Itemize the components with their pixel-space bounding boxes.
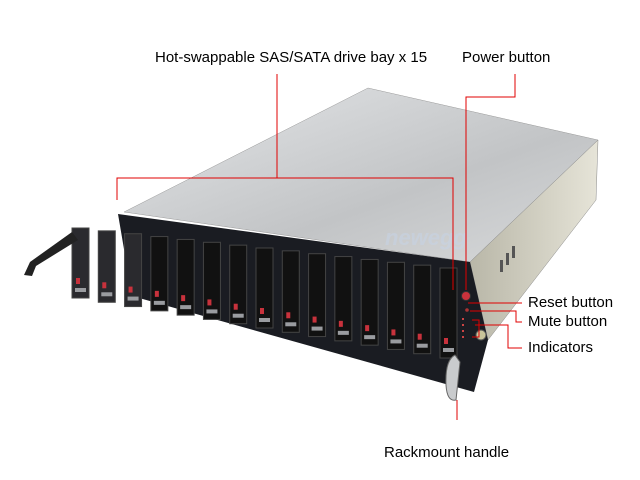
key-lock	[475, 329, 487, 341]
drive-bay[interactable]	[308, 253, 327, 338]
rackmount-handle-graphic	[445, 354, 461, 401]
drive-bays	[71, 227, 458, 359]
drive-bay[interactable]	[255, 247, 274, 329]
drive-release-latch	[102, 282, 107, 289]
drive-bay-leader	[116, 177, 454, 290]
leader-lines	[116, 74, 522, 420]
drive-label-plate	[390, 339, 402, 344]
drive-tray	[176, 238, 195, 316]
drive-release-latch	[233, 303, 238, 310]
power-leader	[465, 74, 516, 290]
drive-label-plate	[75, 288, 86, 292]
drive-tray	[124, 233, 143, 308]
drive-tray	[229, 244, 248, 325]
drive-bay[interactable]	[229, 244, 248, 325]
power-button	[461, 291, 471, 301]
drive-tray	[360, 258, 379, 346]
drive-tray	[150, 236, 169, 312]
drive-release-latch	[391, 329, 396, 336]
drive-bay[interactable]	[124, 233, 143, 308]
drive-bay[interactable]	[386, 261, 405, 350]
drive-bay[interactable]	[360, 258, 379, 346]
drive-tray	[202, 241, 221, 320]
drive-release-latch	[207, 299, 212, 306]
indicators-leader-2	[472, 319, 480, 338]
drive-label-plate	[101, 292, 113, 297]
drive-label-plate	[259, 318, 270, 322]
drive-tray	[439, 267, 458, 359]
drive-label-plate	[337, 330, 349, 335]
drive-release-latch	[181, 295, 186, 302]
reset-button-label: Reset button	[528, 294, 614, 311]
drive-label-plate	[180, 305, 192, 310]
drive-label-plate	[364, 335, 376, 340]
drive-release-latch	[76, 278, 80, 284]
drive-release-latch	[260, 308, 264, 314]
drive-bay[interactable]	[176, 238, 195, 316]
drive-release-latch	[444, 338, 448, 344]
drive-release-latch	[154, 290, 159, 297]
drive-label-plate	[206, 309, 218, 314]
drive-label-plate	[443, 348, 454, 352]
drive-tray	[308, 253, 327, 338]
drive-release-latch	[312, 316, 317, 323]
drive-release-latch	[417, 333, 422, 340]
drive-release-latch	[365, 325, 370, 332]
rackmount-handle-label: Rackmount handle	[384, 444, 510, 461]
drive-release-latch	[338, 320, 343, 327]
drive-label-plate	[311, 326, 323, 331]
drive-bay[interactable]	[150, 236, 169, 312]
drive-bay[interactable]	[439, 267, 458, 359]
drive-bay[interactable]	[334, 256, 353, 342]
side-vents	[500, 246, 515, 272]
drive-bay[interactable]	[202, 241, 221, 320]
drive-tray	[386, 261, 405, 350]
drive-tray	[255, 247, 274, 329]
drive-label-plate	[416, 343, 428, 348]
mute-button-label: Mute button	[528, 313, 608, 330]
reset-button	[465, 308, 469, 312]
watermark-logo: newegg	[385, 225, 467, 250]
drive-tray	[281, 250, 300, 333]
indicators-label: Indicators	[528, 339, 594, 356]
drive-bay[interactable]	[281, 250, 300, 333]
indicator-leds	[462, 318, 464, 338]
drive-bay[interactable]	[413, 264, 432, 355]
drive-label-plate	[153, 300, 165, 305]
drive-bay-label: Hot-swappable SAS/SATA drive bay x 15	[155, 49, 428, 66]
drive-tray	[413, 264, 432, 355]
drive-label-plate	[285, 322, 297, 327]
mute-leader	[470, 310, 522, 323]
drive-label-plate	[232, 313, 244, 318]
drive-bay[interactable]	[97, 230, 116, 303]
power-button-label: Power button	[462, 49, 551, 66]
drive-release-latch	[128, 286, 133, 293]
drive-latch-handle	[24, 232, 78, 276]
drive-bay[interactable]	[71, 227, 90, 299]
drive-release-latch	[286, 312, 291, 319]
indicators-leader	[475, 324, 522, 349]
drive-tray	[97, 230, 116, 303]
drive-label-plate	[127, 296, 139, 301]
drive-tray	[334, 256, 353, 342]
